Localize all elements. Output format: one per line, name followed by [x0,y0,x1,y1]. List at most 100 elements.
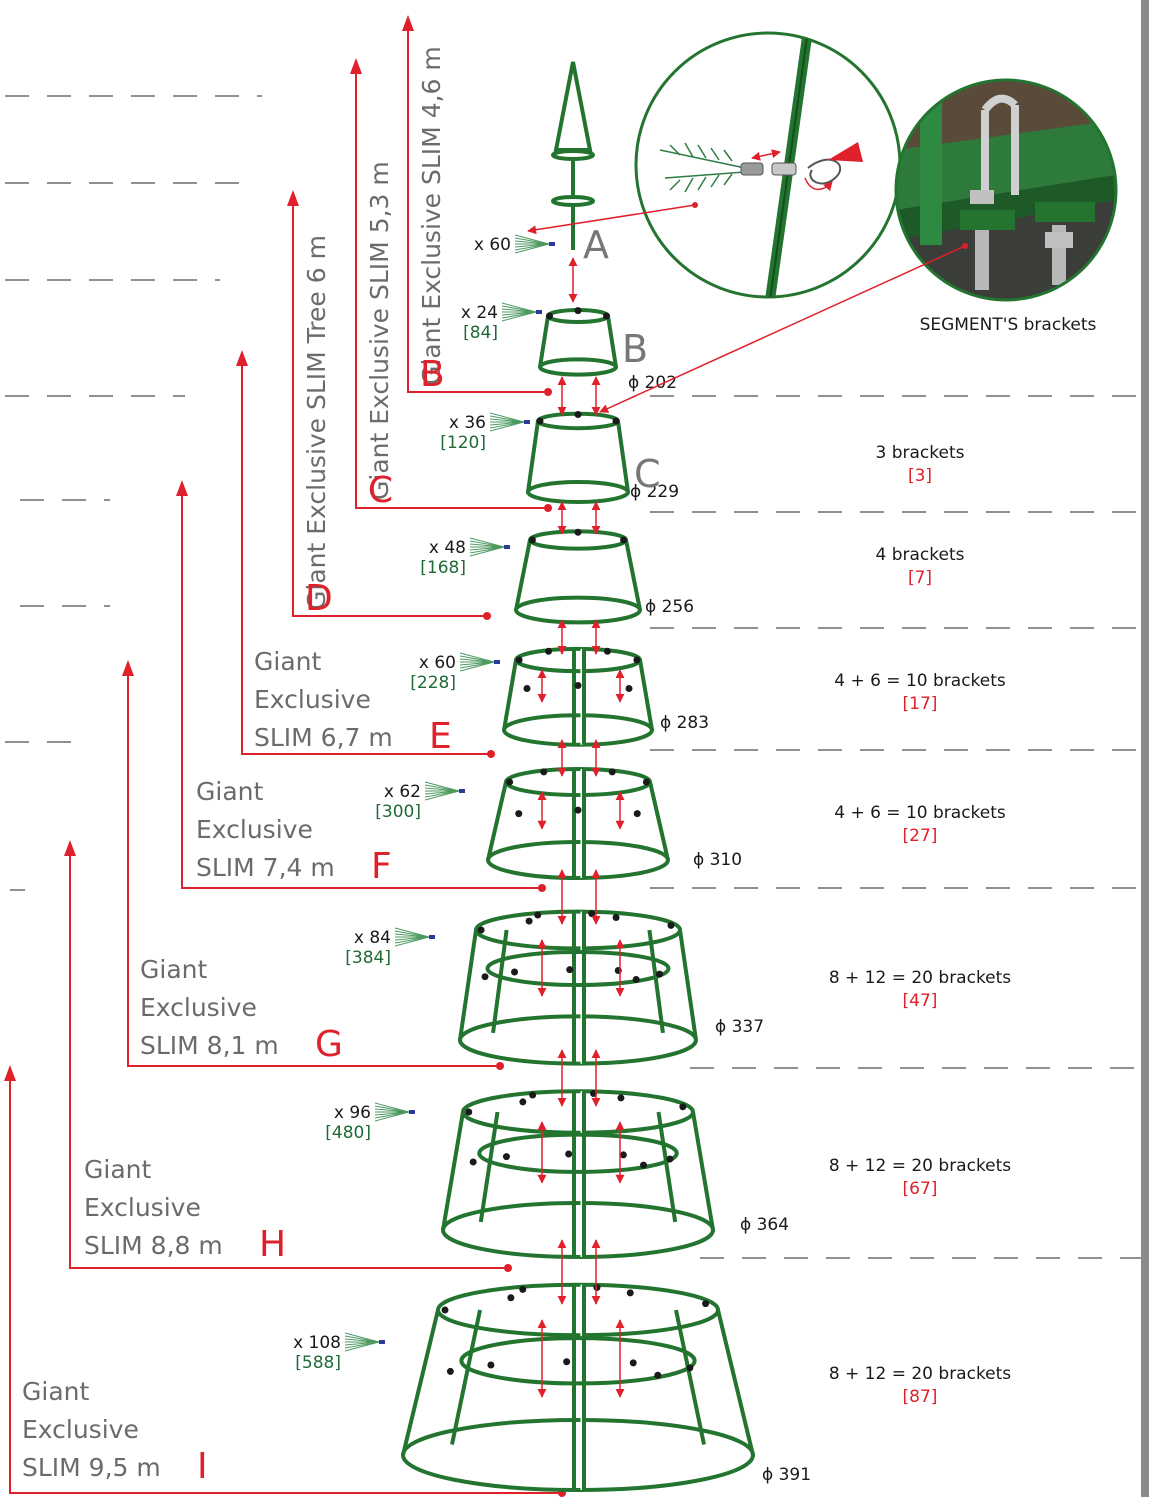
height-line [127,674,500,1067]
bracket-dot [469,1158,477,1166]
bracket-dot [633,810,641,818]
model-letter: D [305,578,333,619]
bracket-dot [465,1108,473,1116]
segment-diameter: ϕ 364 [740,1215,789,1235]
arrow-up-icon [350,58,362,74]
arrow-up-icon [122,660,134,676]
frame-side-right [648,781,670,861]
segment-diameter: ϕ 310 [693,850,742,870]
model-name-line: Exclusive [196,815,313,844]
frame-top-ring [514,646,642,674]
segment-frame-7 [441,1049,715,1259]
bracket-dot [529,1091,537,1099]
bracket-dot [563,1358,571,1366]
bracket-dot [574,411,582,419]
frame-side-left [526,420,540,493]
bracket-dot [612,914,620,922]
page-edge-bar [1141,0,1149,1497]
endpoint-dot [544,388,552,396]
bracket-dot [487,1361,495,1369]
segment-diameter: ϕ 229 [630,482,679,502]
frame-side-left [514,539,532,611]
branch-count: x 36 [449,413,486,433]
bracket-total: [67] [903,1179,938,1199]
endpoint-dot [496,1062,504,1070]
bracket-total: [87] [903,1387,938,1407]
arrow-up-icon [287,190,299,206]
frame-side-left [486,781,508,861]
model-name-line: Exclusive [140,993,257,1022]
endpoint-dot [544,504,552,512]
bracket-dot [612,417,620,425]
spire-ring [551,149,595,161]
bracket-count: 8 + 12 = 20 brackets [829,1156,1011,1176]
frame-bottom-ring [526,480,630,504]
endpoint-dot [483,612,491,620]
frame-inner-side-right [674,1309,706,1445]
model-letter: G [315,1024,343,1065]
arrow-up-icon [402,15,414,31]
bracket-dot [481,973,489,981]
branch-total: [228] [410,673,456,693]
bracket-dot [523,684,531,692]
bracket-total: [47] [903,991,938,1011]
bracket-dot [608,768,616,776]
bracket-dot [620,536,628,544]
bracket-total: [7] [908,568,932,588]
frame-inner-ring [485,949,671,988]
bracket-dot [534,911,542,919]
frame-side-right [638,659,654,731]
model-name-line: SLIM 6,7 m [254,723,393,752]
bracket-dot [441,1306,449,1314]
detail-caption: SEGMENT'S brackets [920,315,1097,335]
arrow-up-icon [176,480,188,496]
bracket-dot [654,1371,662,1379]
bracket-dot [625,684,633,692]
model-letter: F [371,846,392,887]
model-name: Giant Exclusive SLIM 5,3 m [365,161,394,500]
bracket-count: 3 brackets [876,443,965,463]
model-height-bracket-c: Giant Exclusive SLIM 5,3 mC [350,58,552,512]
height-line [69,854,508,1269]
branch-count: x 24 [461,303,498,323]
detail-pointers [527,202,968,413]
bracket-dot [642,778,650,786]
frame-bottom-ring [486,840,670,880]
bracket-dot [667,921,675,929]
bracket-dot [446,1367,454,1375]
frame-bottom-ring [502,713,654,747]
branch-total: [384] [345,948,391,968]
dashed-separators [5,95,1141,1259]
branch-icon [469,537,510,557]
branch-count: x 84 [354,928,391,948]
frame-side-right [606,315,618,368]
frame-bottom-ring [514,595,642,625]
bracket-dot [629,1359,637,1367]
branch-count: x 96 [334,1103,371,1123]
bracket-dot [506,778,514,786]
bracket-dot [511,968,519,976]
model-name-line: Exclusive [84,1193,201,1222]
height-line [355,72,548,509]
branch-count: x 60 [419,653,456,673]
endpoint-dot [538,884,546,892]
bracket-dot [603,312,610,320]
branch-icon [489,412,530,432]
bracket-dot [565,1150,573,1158]
segment-frame-8 [401,1239,755,1492]
frame-inner-side-left [478,1111,500,1223]
branch-total: [168] [420,558,466,578]
model-name-line: Giant [84,1155,151,1184]
height-line [241,364,491,755]
bracket-dot [525,917,533,925]
frame-side-left [538,315,550,368]
branch-icon [374,1102,415,1122]
bracket-dot [502,1153,510,1161]
bracket-total: [17] [903,694,938,714]
bracket-dot [545,647,553,655]
model-name-line: SLIM 8,8 m [84,1231,223,1260]
